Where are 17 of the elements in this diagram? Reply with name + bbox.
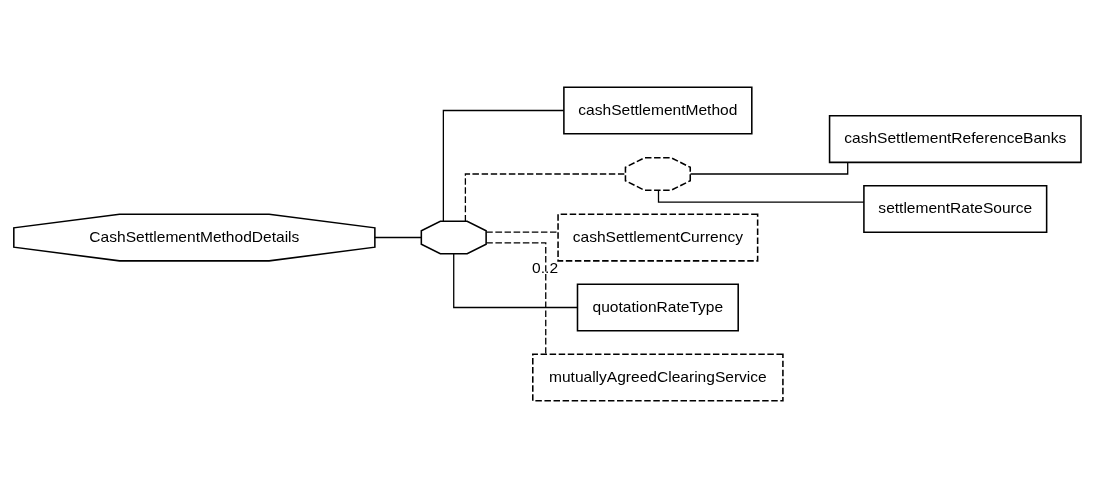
connector (464, 173, 626, 222)
connector (453, 253, 578, 309)
connector (374, 236, 422, 239)
node-octagon (624, 157, 692, 191)
node-box: settlementRateSource (863, 184, 1048, 234)
node-box: cashSettlementReferenceBanks (828, 114, 1082, 164)
node-octagon (420, 220, 487, 255)
connector (689, 161, 849, 175)
node-label: 0..2 (532, 259, 559, 277)
node-box: cashSettlementMethod (563, 86, 753, 135)
node-box: mutuallyAgreedClearingService (532, 353, 784, 402)
connector (442, 109, 565, 222)
connector (485, 242, 547, 355)
connector (485, 231, 559, 233)
connector (657, 189, 865, 203)
node-box: quotationRateType (576, 283, 739, 332)
node-box: cashSettlementCurrency (557, 213, 759, 262)
